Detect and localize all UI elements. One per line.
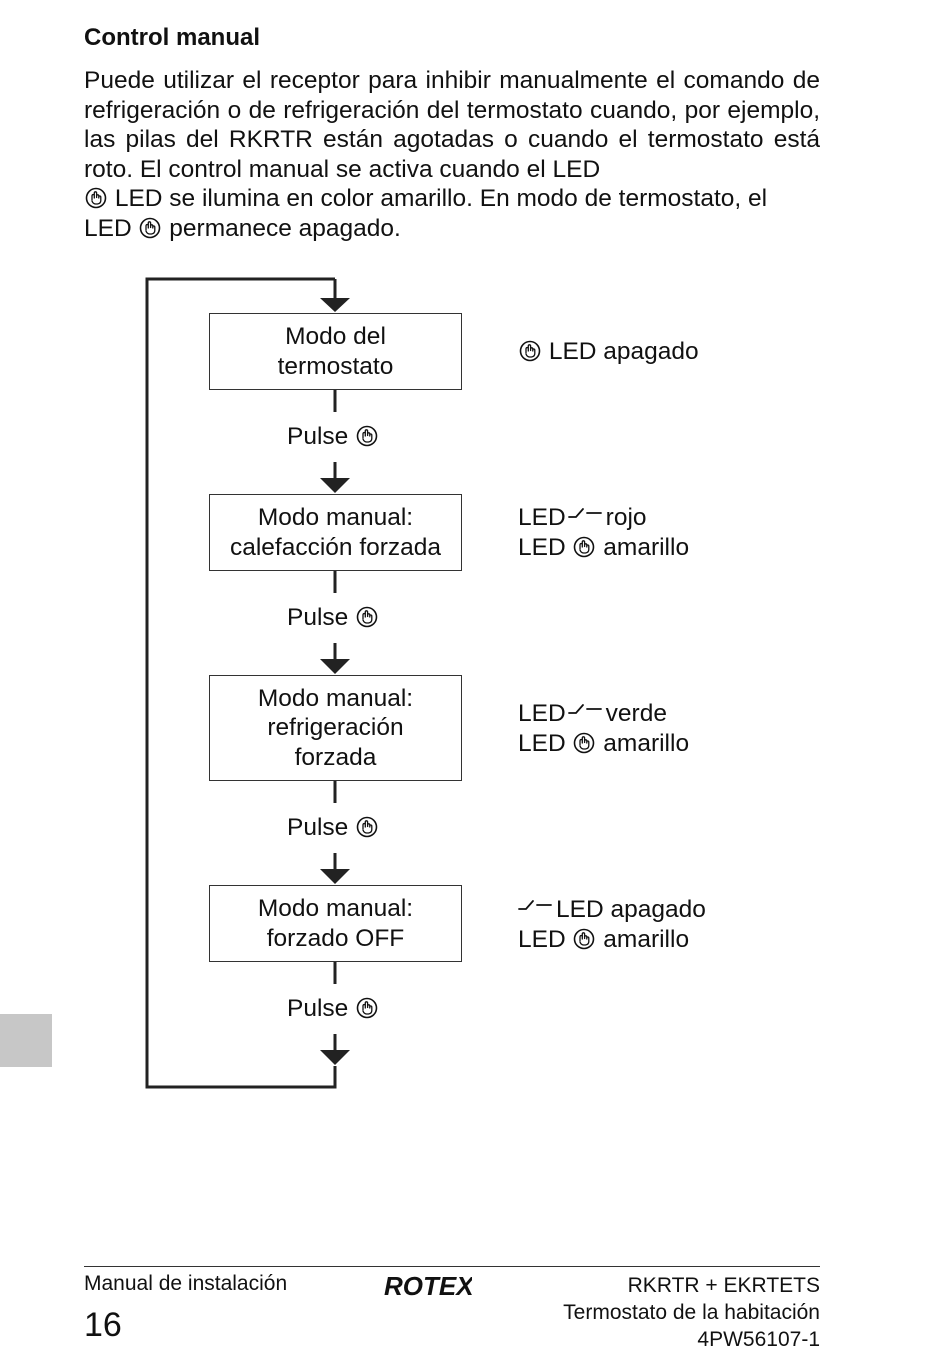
status-text: LED <box>518 729 566 757</box>
status-text: rojo <box>605 504 647 531</box>
arrow-head <box>320 1050 350 1065</box>
section-heading: Control manual <box>84 24 261 51</box>
box-text: termostato <box>277 352 394 380</box>
box-text: forzado OFF <box>266 924 405 952</box>
paragraph-line: termostato está roto. El control manual … <box>84 126 821 183</box>
mode-box-forced-off: Modo manual: forzado OFF <box>209 885 462 962</box>
status-forced-heating: LED rojo LED amarillo <box>518 503 689 562</box>
hand-pointer-icon <box>356 997 378 1019</box>
box-text: Modo manual: <box>257 503 414 531</box>
status-text: verde <box>605 700 667 727</box>
box-text: calefacción forzada <box>229 533 442 561</box>
status-text: LED <box>518 925 566 953</box>
hand-pointer-icon <box>573 928 595 950</box>
footer-product-line: Termostato de la habitación <box>563 1301 820 1324</box>
pulse-text: Pulse <box>287 814 349 841</box>
box-text: Modo manual: <box>257 894 414 922</box>
status-text: LED <box>518 700 566 727</box>
box-text: Modo manual: <box>257 684 414 712</box>
status-text: amarillo <box>603 925 690 953</box>
chapter-tab-marker <box>0 1014 52 1067</box>
status-text: LED apagado <box>548 338 699 365</box>
status-text: LED <box>518 533 566 561</box>
hand-pointer-icon <box>356 606 378 628</box>
paragraph-line: LED <box>84 214 132 242</box>
pulse-step-label: Pulse <box>287 423 379 451</box>
hand-pointer-icon <box>356 816 378 838</box>
paragraph-line: ejemplo, las pilas del RKRTR están agota… <box>84 96 821 154</box>
hand-pointer-icon <box>573 732 595 754</box>
footer-product-info: RKRTR + EKRTETS Termostato de la habitac… <box>563 1272 820 1353</box>
paragraph-line: permanece apagado. <box>169 214 401 242</box>
pulse-step-label: Pulse <box>287 814 379 842</box>
status-text: amarillo <box>603 729 690 757</box>
fan-wave-icon <box>567 505 602 521</box>
status-forced-cooling: LED verde LED amarillo <box>518 699 689 758</box>
hand-pointer-icon <box>139 217 161 239</box>
rotex-logo: ROTEX <box>384 1270 475 1301</box>
fan-wave-icon <box>518 897 552 913</box>
pulse-step-label: Pulse <box>287 604 379 632</box>
paragraph-line: Puede utilizar el receptor para inhibir … <box>84 67 785 94</box>
arrow-head <box>320 298 350 312</box>
mode-box-thermostat: Modo del termostato <box>209 313 462 390</box>
logo-text: ROTEX <box>384 1271 472 1300</box>
arrow-head <box>320 478 350 493</box>
hand-pointer-icon <box>519 340 541 362</box>
hand-pointer-icon <box>573 536 595 558</box>
arrow-head <box>320 869 350 884</box>
hand-pointer-icon <box>85 187 107 209</box>
hand-pointer-icon <box>356 425 378 447</box>
box-text: refrigeración <box>267 714 404 742</box>
paragraph-line: de refrigeración o de refrigeración del … <box>84 67 820 124</box>
pulse-step-label: Pulse <box>287 995 379 1023</box>
pulse-text: Pulse <box>287 995 349 1022</box>
status-text: LED <box>518 504 566 531</box>
footer-divider <box>84 1266 820 1267</box>
loop-back-line <box>145 277 337 1089</box>
arrow-head <box>320 659 350 674</box>
pulse-text: Pulse <box>287 604 349 631</box>
page-number: 16 <box>84 1306 122 1344</box>
footer-product-line: 4PW56107-1 <box>697 1328 820 1351</box>
intro-paragraph: Puede utilizar el receptor para inhibir … <box>84 66 820 244</box>
status-text: LED apagado <box>556 896 706 923</box>
paragraph-line: LED se ilumina en color amarillo. En mod… <box>114 185 768 213</box>
status-forced-off: LED apagado LED amarillo <box>518 895 706 954</box>
pulse-text: Pulse <box>287 423 349 450</box>
box-text: Modo del <box>285 322 386 350</box>
mode-box-forced-cooling: Modo manual: refrigeración forzada <box>209 675 462 781</box>
footer-doc-type: Manual de instalación <box>84 1272 288 1295</box>
mode-box-forced-heating: Modo manual: calefacción forzada <box>209 494 462 571</box>
status-thermostat: LED apagado <box>518 337 699 367</box>
fan-wave-icon <box>567 701 602 717</box>
status-text: amarillo <box>603 533 690 561</box>
box-text: forzada <box>294 743 377 771</box>
footer-product-line: RKRTR + EKRTETS <box>627 1274 820 1297</box>
